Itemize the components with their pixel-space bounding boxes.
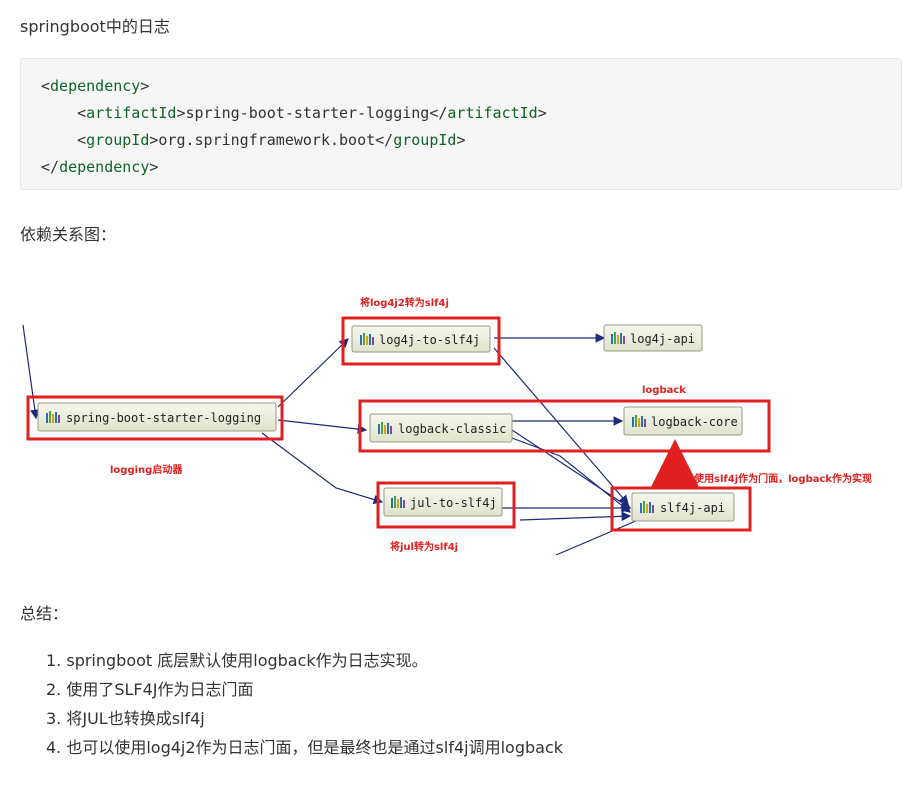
edge-log4jtoslf4j-slf4japi [493,347,629,505]
highlight-logback [358,399,771,453]
node-label: log4j-api [630,332,695,346]
node-label: jul-to-slf4j [410,496,497,510]
edge-logbackclassic-slf4japi [511,429,632,509]
annotation-slf4j-facade: 使用slf4j作为门面，logback作为实现 [693,472,872,485]
annotation-starter: logging启动器 [110,463,183,476]
node-label: slf4j-api [660,501,725,515]
annotation-logback: logback [642,385,686,396]
code-line: <groupId>org.springframework.boot</group… [77,131,466,149]
list-item: 2. 使用了SLF4J作为日志门面 [46,680,254,699]
node-log4j-api: log4j-api [603,324,703,352]
summary-list: 1. springboot 底层默认使用logback作为日志实现。 2. 使用… [46,646,563,762]
annotation-jul-bridge: 将jul转为slf4j [390,540,458,553]
edge-incoming [22,324,40,420]
edge-starter-logbackclassic [277,419,368,434]
summary-title: 总结： [20,604,69,623]
code-block: <dependency> <artifactId>spring-boot-sta… [20,58,902,190]
edge-starter-jultoslf4j [261,432,384,505]
annotation-log4j2-bridge: 将log4j2转为slf4j [360,296,449,309]
highlight-log4j-to-slf4j [341,316,501,366]
edge-outgoing [555,519,639,556]
node-logback-core: logback-core [623,406,743,436]
code-line: </dependency> [41,158,159,176]
dependency-diagram: spring-boot-starter-logging log4j-to-slf… [22,296,872,556]
list-item: 3. 将JUL也转换成slf4j [46,709,205,728]
node-label: logback-core [651,415,738,429]
node-label: log4j-to-slf4j [379,333,480,347]
list-item: 1. springboot 底层默认使用logback作为日志实现。 [46,651,428,670]
node-slf4j-api: slf4j-api [631,492,735,522]
edge-logbackclassic2-slf4japi [511,437,631,513]
highlight-jul-to-slf4j [376,481,516,529]
node-label: spring-boot-starter-logging [66,411,261,425]
node-jul-to-slf4j: jul-to-slf4j [383,487,503,517]
dependency-graph-title: 依赖关系图： [20,225,117,244]
node-log4j-to-slf4j: log4j-to-slf4j [351,325,491,353]
code-line: <artifactId>spring-boot-starter-logging<… [77,104,547,122]
edges [22,324,639,556]
node-logback-classic: logback-classic [369,413,513,443]
intro-text: springboot中的日志 [20,17,170,36]
node-label: logback-classic [398,422,506,436]
node-starter: spring-boot-starter-logging [37,402,277,432]
highlight-starter [26,395,284,441]
code-line: <dependency> [41,77,150,95]
edge-starter-log4jtoslf4j [277,338,349,408]
list-item: 4. 也可以使用log4j2作为日志门面，但是最终也是通过slf4j调用logb… [46,738,564,757]
